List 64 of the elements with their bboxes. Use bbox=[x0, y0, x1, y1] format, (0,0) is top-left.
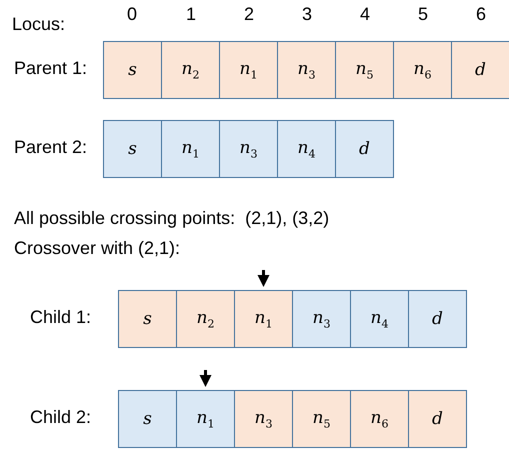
row-label: Parent 2: bbox=[14, 137, 88, 158]
gene-symbol: n$_{3}$ bbox=[254, 408, 272, 430]
gene-symbol: n$_{5}$ bbox=[356, 58, 374, 82]
gene-cell bbox=[234, 390, 293, 448]
gene-symbol: d bbox=[432, 309, 443, 329]
gene-cell bbox=[103, 41, 162, 99]
locus-number: 5 bbox=[418, 4, 428, 25]
gene-symbol: n$_{1}$ bbox=[196, 408, 214, 430]
gene-cell bbox=[103, 120, 162, 178]
gene-symbol: n$_{6}$ bbox=[370, 408, 388, 430]
arrow bbox=[258, 270, 270, 287]
gene-cell bbox=[350, 290, 409, 348]
gene-cell bbox=[161, 41, 220, 99]
gene-symbol: n$_{2}$ bbox=[182, 58, 200, 82]
gene-symbol: s bbox=[128, 139, 137, 159]
gene-cell bbox=[451, 41, 509, 99]
row-label: Locus: bbox=[12, 14, 66, 35]
gene-symbol: n$_{6}$ bbox=[414, 58, 432, 82]
gene-symbol: n$_{1}$ bbox=[182, 138, 200, 160]
gene-symbol: n$_{1}$ bbox=[240, 58, 258, 82]
gene-cell bbox=[277, 41, 336, 99]
gene-cell bbox=[176, 390, 235, 448]
gene-symbol: n$_{2}$ bbox=[196, 308, 214, 330]
gene-cell bbox=[408, 390, 467, 448]
gene-cell bbox=[234, 290, 293, 348]
gene-cell bbox=[277, 120, 336, 178]
row-label: Child 1: bbox=[30, 307, 92, 328]
gene-symbol: d bbox=[359, 139, 370, 159]
locus-number: 6 bbox=[476, 4, 486, 25]
gene-cell bbox=[335, 41, 394, 99]
gene-symbol: n$_{3}$ bbox=[298, 58, 316, 82]
arrow bbox=[200, 370, 212, 387]
gene-cell bbox=[118, 290, 177, 348]
gene-symbol: n$_{4}$ bbox=[370, 308, 388, 330]
gene-cell bbox=[292, 390, 351, 448]
gene-cell bbox=[161, 120, 220, 178]
row-label: Child 2: bbox=[30, 407, 92, 428]
note-text: Crossover with (2,1): bbox=[14, 238, 180, 259]
gene-symbol: n$_{4}$ bbox=[298, 138, 316, 160]
gene-symbol: d bbox=[432, 409, 443, 429]
gene-cell bbox=[350, 390, 409, 448]
gene-symbol: d bbox=[475, 60, 486, 80]
gene-symbol: n$_{3}$ bbox=[312, 308, 330, 330]
locus-number: 0 bbox=[127, 4, 138, 25]
locus-number: 1 bbox=[186, 4, 196, 25]
gene-symbol: n$_{3}$ bbox=[240, 138, 258, 160]
locus-number: 3 bbox=[302, 4, 312, 25]
gene-cell bbox=[219, 41, 278, 99]
locus-number: 2 bbox=[244, 4, 254, 25]
gene-cell bbox=[292, 290, 351, 348]
gene-symbol: s bbox=[128, 60, 137, 80]
gene-cell bbox=[393, 41, 452, 99]
gene-cell bbox=[219, 120, 278, 178]
locus-number: 4 bbox=[360, 4, 370, 25]
gene-symbol: s bbox=[143, 409, 152, 429]
gene-symbol: n$_{5}$ bbox=[312, 408, 330, 430]
gene-cell bbox=[408, 290, 467, 348]
gene-symbol: n$_{1}$ bbox=[254, 308, 272, 330]
gene-cell bbox=[335, 120, 394, 178]
gene-cell bbox=[176, 290, 235, 348]
note-text: All possible crossing points: (2,1), (3,2) bbox=[14, 208, 330, 229]
row-label: Parent 1: bbox=[14, 58, 88, 79]
gene-symbol: s bbox=[143, 309, 152, 329]
gene-cell bbox=[118, 390, 177, 448]
